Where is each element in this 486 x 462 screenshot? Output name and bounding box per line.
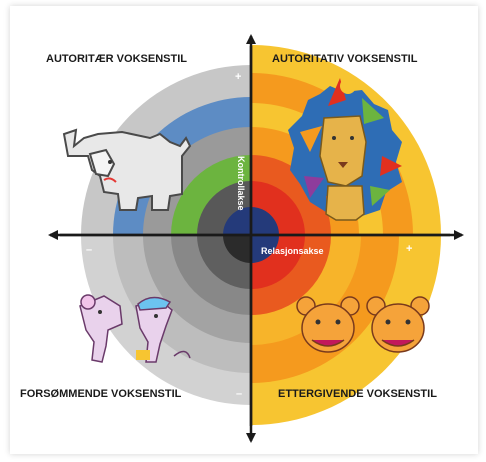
mice-illustration <box>79 294 191 363</box>
top-right-rings <box>251 45 441 235</box>
minus-sign-bottom: – <box>236 388 242 400</box>
vertical-axis-label: Kontrollakse <box>236 156 246 211</box>
quadrant-title-authoritative: AUTORITATIV VOKSENSTIL <box>272 53 418 65</box>
parenting-style-diagram: AUTORITÆR VOKSENSTIL AUTORITATIV VOKSENS… <box>10 6 478 454</box>
lion-illustration <box>288 78 402 221</box>
horizontal-axis-label: Relasjonsakse <box>261 246 324 256</box>
elephant-illustration <box>62 128 192 211</box>
quadrant-title-authoritarian: AUTORITÆR VOKSENSTIL <box>46 53 187 65</box>
minus-sign-left: – <box>86 244 92 256</box>
bears-illustration <box>296 296 430 353</box>
quadrant-title-permissive: ETTERGIVENDE VOKSENSTIL <box>278 388 437 400</box>
diagram-canvas: AUTORITÆR VOKSENSTIL AUTORITATIV VOKSENS… <box>20 34 464 443</box>
plus-sign-right: + <box>406 243 412 255</box>
plus-sign-top: + <box>235 71 241 83</box>
quadrant-title-neglectful: FORSØMMENDE VOKSENSTIL <box>20 388 182 400</box>
